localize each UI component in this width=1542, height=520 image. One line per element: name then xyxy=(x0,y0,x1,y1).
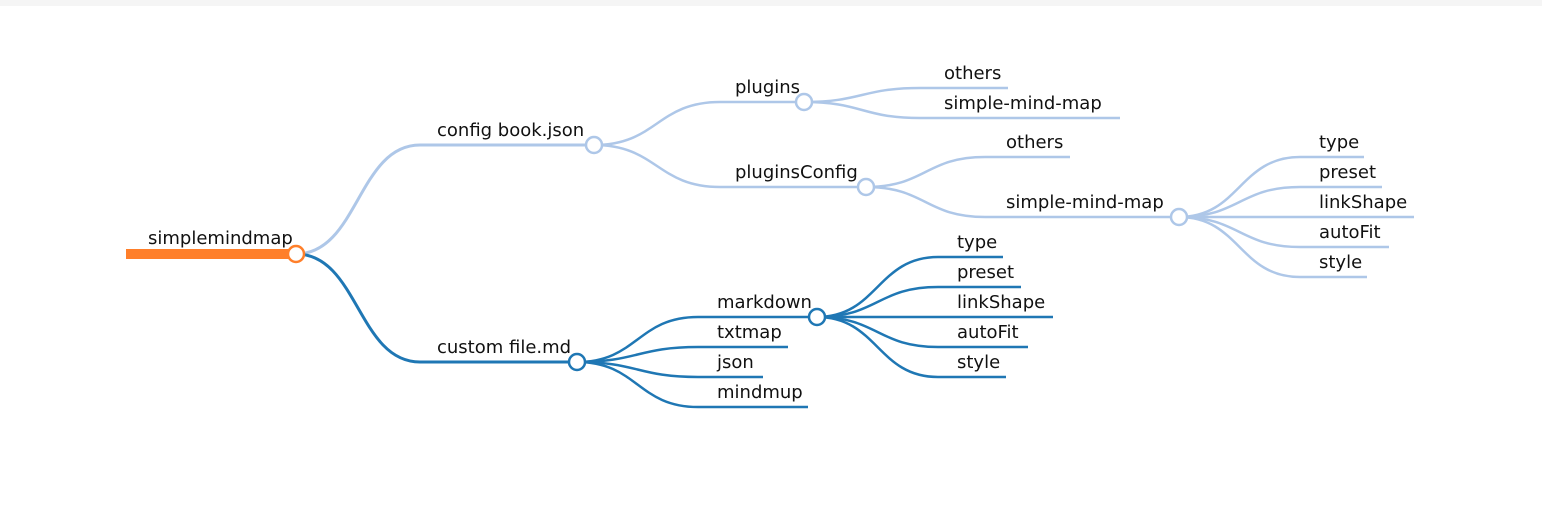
pluginsconfig-others-label[interactable]: others xyxy=(1006,132,1063,153)
root-node-label[interactable]: simplemindmap xyxy=(148,228,293,249)
config-collapse-button[interactable] xyxy=(584,135,604,155)
plugins-child-label[interactable]: others xyxy=(944,63,1001,84)
link-smm-child xyxy=(1178,185,1301,219)
plugins-child-label[interactable]: simple-mind-map xyxy=(944,93,1102,114)
markdown-child-label[interactable]: type xyxy=(957,232,997,253)
link-plugins-child xyxy=(803,86,921,104)
mind-map-links xyxy=(126,86,1414,409)
link-markdown-child xyxy=(816,255,939,319)
pluginsconfig-collapse-button[interactable] xyxy=(856,177,876,197)
custom-child-label[interactable]: json xyxy=(716,352,754,373)
markdown-child-label[interactable]: autoFit xyxy=(957,322,1019,343)
link-plugins-child xyxy=(803,100,921,120)
link-smm-child xyxy=(1178,215,1301,279)
smm-child-label[interactable]: type xyxy=(1319,132,1359,153)
smm-child-label[interactable]: style xyxy=(1319,252,1362,273)
markdown-child-label[interactable]: linkShape xyxy=(957,292,1045,313)
config-node-label[interactable]: config book.json xyxy=(437,120,584,141)
markdown-node-label[interactable]: markdown xyxy=(717,292,812,313)
custom-collapse-button[interactable] xyxy=(567,352,587,372)
smm-child-label[interactable]: linkShape xyxy=(1319,192,1407,213)
plugins-node-label[interactable]: plugins xyxy=(735,77,800,98)
link-markdown-child xyxy=(816,315,939,379)
top-bar xyxy=(0,0,1542,6)
link-pluginsconfig-others xyxy=(865,155,986,189)
mind-map-nodes: simplemindmap config book.json plugins othe… xyxy=(148,63,1407,403)
link-custom-markdown xyxy=(576,315,699,364)
markdown-child-label[interactable]: preset xyxy=(957,262,1014,283)
smm-child-label[interactable]: autoFit xyxy=(1319,222,1381,243)
smm-node-label[interactable]: simple-mind-map xyxy=(1006,192,1164,213)
link-config-plugins xyxy=(593,100,721,147)
custom-child-label[interactable]: txtmap xyxy=(717,322,782,343)
link-config-pluginsconfig xyxy=(593,143,721,189)
link-root-config xyxy=(295,143,421,256)
markdown-child-label[interactable]: style xyxy=(957,352,1000,373)
pluginsconfig-node-label[interactable]: pluginsConfig xyxy=(735,162,858,183)
link-custom-child xyxy=(576,360,699,409)
custom-node-label[interactable]: custom file.md xyxy=(437,337,571,358)
link-pluginsconfig-smm xyxy=(865,185,986,219)
link-root-custom xyxy=(295,252,421,364)
custom-child-label[interactable]: mindmup xyxy=(717,382,803,403)
markdown-collapse-button[interactable] xyxy=(807,307,827,327)
link-markdown-child xyxy=(816,315,939,349)
plugins-collapse-button[interactable] xyxy=(794,92,814,112)
root-collapse-button[interactable] xyxy=(286,244,306,264)
link-smm-child xyxy=(1178,215,1301,249)
link-smm-child xyxy=(1178,155,1301,219)
smm-collapse-button[interactable] xyxy=(1169,207,1189,227)
smm-child-label[interactable]: preset xyxy=(1319,162,1376,183)
link-markdown-child xyxy=(816,285,939,319)
